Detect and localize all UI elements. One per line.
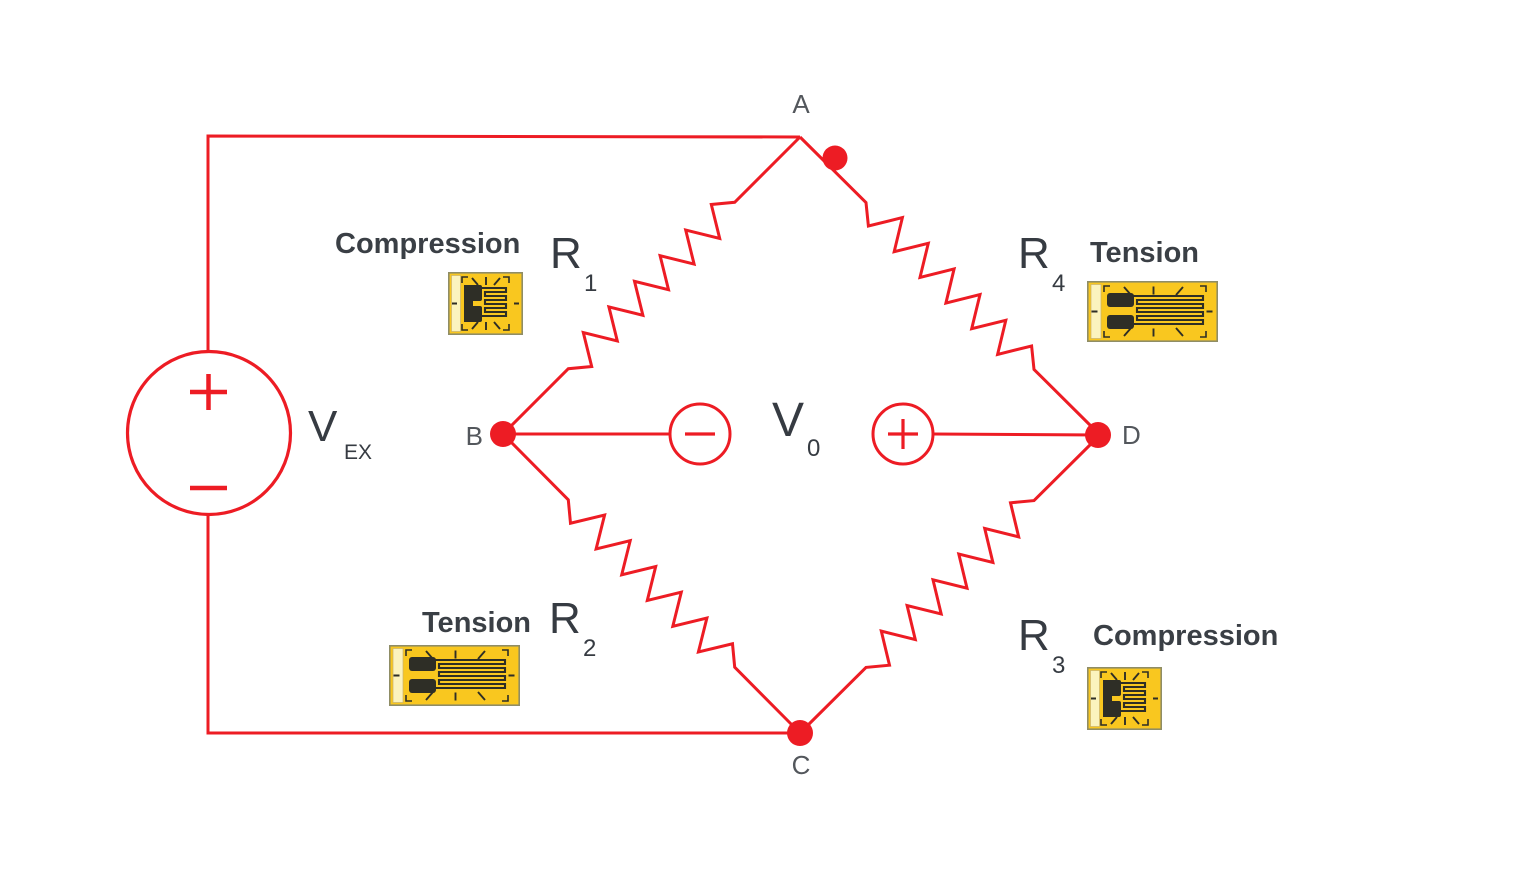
resistor-r3-group: R 3 Compression <box>1018 611 1278 731</box>
output-branch: V 0 <box>503 394 1101 466</box>
pos-terminal-circle <box>871 402 935 466</box>
node-dot-b <box>490 421 516 447</box>
node-label-a: A <box>792 89 810 119</box>
node-label-b: B <box>466 421 483 451</box>
plus-icon <box>190 374 227 410</box>
r1-subscript: 1 <box>584 270 597 297</box>
voltage-source-circle <box>125 349 293 517</box>
plus-icon <box>888 419 918 449</box>
node-dot-a <box>822 145 848 171</box>
strain-gauge-r1-compression <box>447 271 524 336</box>
resistor-r4-group: R 4 Tension <box>1018 229 1219 343</box>
resistor-r3-zigzag <box>798 433 1102 735</box>
node-label-d: D <box>1122 420 1141 450</box>
r4-subscript: 4 <box>1052 270 1065 297</box>
resistor-r2-group: Tension R 2 <box>388 594 596 707</box>
r4-symbol: R <box>1018 229 1050 278</box>
excitation-source: V EX <box>125 349 372 517</box>
strain-gauge-r4-tension <box>1086 280 1219 343</box>
node-dot-c <box>787 720 813 746</box>
v0-symbol: V <box>772 394 804 447</box>
resistor-r4-zigzag <box>798 135 1102 437</box>
r4-mode-label: Tension <box>1090 237 1199 269</box>
r2-mode-label: Tension <box>422 607 531 639</box>
resistor-r2-zigzag <box>501 432 802 735</box>
r2-symbol: R <box>549 594 581 643</box>
r1-mode-label: Compression <box>335 228 520 260</box>
resistor-r1-group: Compression R 1 <box>335 228 597 336</box>
wire-source-to-node-a <box>206 134 801 351</box>
wire-pos-terminal-to-node-d <box>932 432 1101 437</box>
strain-gauge-r3-compression <box>1086 666 1163 731</box>
r1-symbol: R <box>550 229 582 278</box>
r3-mode-label: Compression <box>1093 620 1278 652</box>
r3-symbol: R <box>1018 611 1050 660</box>
r2-subscript: 2 <box>583 635 596 662</box>
resistor-r1-zigzag <box>501 135 802 436</box>
wire-source-to-node-c <box>206 515 800 735</box>
vex-symbol: V <box>308 402 338 451</box>
neg-terminal-circle <box>668 402 732 466</box>
r3-subscript: 3 <box>1052 652 1065 679</box>
vex-subscript: EX <box>344 441 372 464</box>
node-dot-d <box>1085 422 1111 448</box>
strain-gauge-r2-tension <box>388 644 521 707</box>
node-label-c: C <box>792 750 811 780</box>
v0-subscript: 0 <box>807 435 820 462</box>
